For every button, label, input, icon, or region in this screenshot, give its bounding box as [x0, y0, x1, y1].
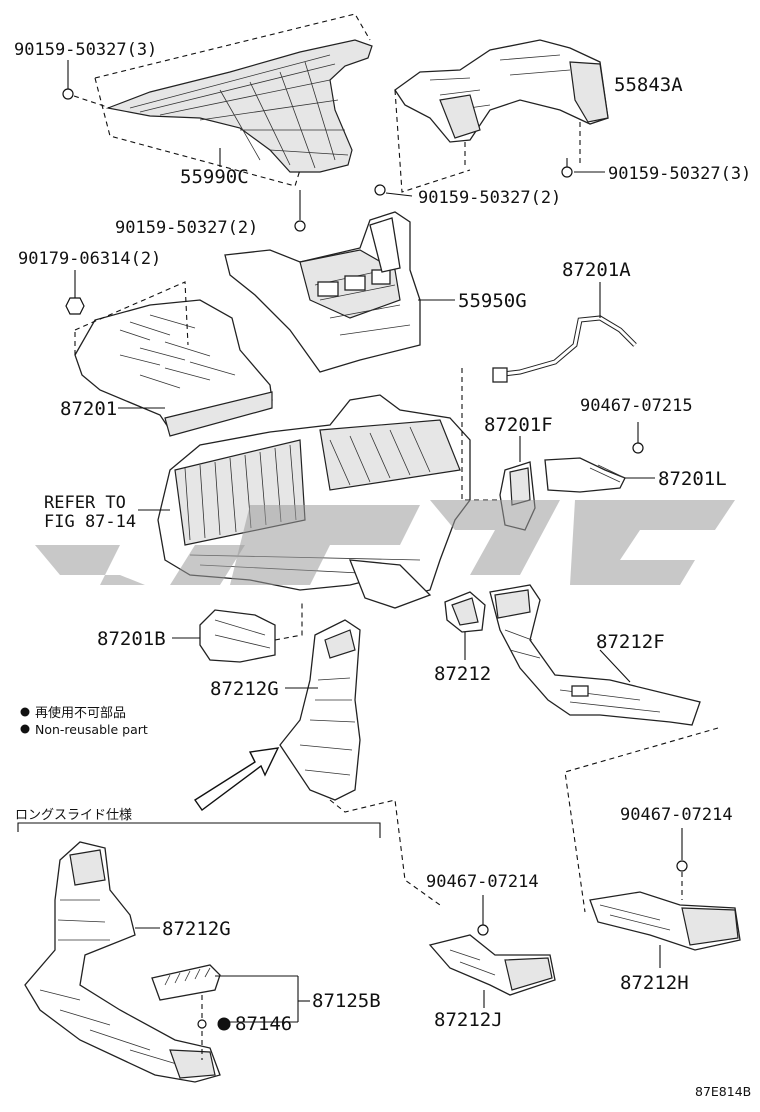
bolt-icon	[676, 828, 688, 872]
label-87201: 87201	[60, 398, 117, 420]
part-87212G-main-drawing	[279, 619, 361, 801]
label-55843A: 55843A	[614, 74, 683, 96]
label-87212G-inset: 87212G	[162, 918, 231, 940]
label-87201A: 87201A	[562, 259, 631, 281]
label-87201B: 87201B	[97, 628, 166, 650]
label-87146: 87146	[235, 1013, 292, 1035]
legend-jp: 再使用不可部品	[35, 705, 126, 721]
nut-icon	[65, 270, 85, 315]
part-87212F-drawing	[489, 584, 701, 726]
label-refer-line2: FIG 87-14	[44, 512, 136, 532]
outline-55843A	[394, 89, 581, 193]
label-refer-line1: REFER TO	[44, 493, 126, 513]
part-87212-drawing	[444, 591, 486, 633]
arrow-icon	[194, 747, 280, 811]
label-87212H: 87212H	[620, 972, 689, 994]
part-87201A-drawing	[492, 315, 637, 383]
label-90467-07214-right: 90467-07214	[620, 805, 733, 825]
label-87212G-main: 87212G	[210, 678, 279, 700]
label-90179: 90179-06314(2)	[18, 249, 161, 269]
bolt-icon	[374, 184, 386, 196]
hvac-unit-drawing	[157, 394, 471, 609]
part-87212H-drawing	[589, 891, 741, 951]
bolt-icon	[477, 895, 489, 936]
label-90159-top-left: 90159-50327(3)	[14, 40, 157, 60]
label-90467-07215: 90467-07215	[580, 396, 693, 416]
label-55950G: 55950G	[458, 290, 527, 312]
label-90159-mid: 90159-50327(2)	[418, 188, 561, 208]
outline-55990C	[94, 13, 371, 187]
label-87212J: 87212J	[434, 1009, 503, 1031]
label-87212: 87212	[434, 663, 491, 685]
part-55990C-drawing	[105, 39, 373, 173]
part-87201L-drawing	[544, 457, 626, 493]
label-87201F: 87201F	[484, 414, 553, 436]
outline-87201	[74, 281, 189, 355]
label-90467-07214-mid: 90467-07214	[426, 872, 539, 892]
label-90159-right: 90159-50327(3)	[608, 164, 751, 184]
label-55990C: 55990C	[180, 166, 249, 188]
clip-icon	[197, 1019, 207, 1029]
part-87125B-drawing	[151, 964, 221, 1001]
label-90159-lower: 90159-50327(2)	[115, 218, 258, 238]
bolt-icon	[561, 158, 573, 178]
legend-en: Non-reusable part	[35, 722, 148, 737]
bolt-icon	[62, 60, 74, 100]
label-87201L: 87201L	[658, 468, 727, 490]
part-87212G-inset-drawing	[24, 841, 221, 1083]
part-55843A-drawing	[394, 39, 609, 143]
bolt-icon	[294, 190, 306, 232]
label-87212F: 87212F	[596, 631, 665, 653]
part-87212J-drawing	[428, 934, 556, 996]
bolt-icon	[632, 422, 644, 454]
inset-bracket	[17, 822, 381, 838]
part-87201B-drawing	[199, 609, 276, 663]
part-55950G-drawing	[224, 211, 421, 373]
diagram-code: 87E814B	[695, 1084, 751, 1099]
legend-dot-icon	[20, 707, 30, 734]
watermark-logo	[35, 500, 735, 585]
inset-title: ロングスライド仕様	[15, 808, 132, 823]
label-87125B: 87125B	[312, 990, 381, 1012]
non-reusable-dot-icon	[217, 1017, 231, 1031]
part-87201-drawing	[74, 299, 273, 437]
